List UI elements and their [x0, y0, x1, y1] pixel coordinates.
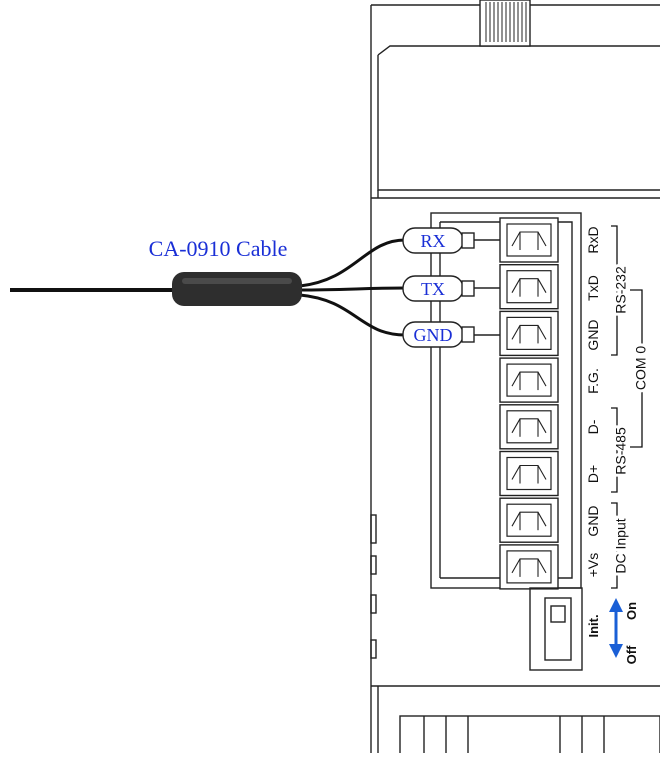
- wire-label-tx: TX: [421, 279, 445, 299]
- terminal-screw: [499, 217, 559, 263]
- cable: [10, 238, 500, 337]
- init-switch-legend: Init. On Off: [586, 598, 639, 664]
- group-brackets: [611, 225, 643, 589]
- wire-label-gnd: GND: [414, 325, 453, 345]
- pin-label-fg: F.G.: [585, 368, 601, 394]
- terminal-screw: [499, 264, 559, 310]
- on-off-arrow-icon: [609, 598, 623, 658]
- terminal-screw: [499, 497, 559, 543]
- terminal-screws: [499, 217, 559, 590]
- pin-label-txd: TxD: [585, 275, 601, 301]
- pin-label-d-plus: D+: [585, 465, 601, 483]
- switch-on-label: On: [624, 602, 639, 620]
- wire-label-rx: RX: [420, 231, 445, 251]
- group-label-rs232: RS-232: [613, 266, 629, 314]
- switch-off-label: Off: [624, 645, 639, 664]
- pin-label-d-minus: D-: [585, 419, 601, 434]
- terminal-screw: [499, 544, 559, 590]
- wire-gnd: GND: [402, 321, 475, 348]
- wire-tx: TX: [402, 275, 475, 302]
- terminal-screw: [499, 357, 559, 403]
- pin-label-gnd-power: GND: [585, 505, 601, 536]
- group-label-com0: COM 0: [633, 346, 649, 391]
- switch-init-label: Init.: [586, 614, 601, 637]
- antenna-connector: [479, 0, 531, 47]
- terminal-screw: [499, 450, 559, 497]
- terminal-screw: [499, 310, 559, 357]
- group-label-dc-input: DC Input: [613, 518, 629, 573]
- terminal-screw: [499, 404, 559, 450]
- pin-label-gnd: GND: [585, 319, 601, 350]
- wire-rx: RX: [402, 227, 475, 254]
- group-label-rs485: RS-485: [613, 427, 629, 475]
- pin-label-vs: +Vs: [585, 553, 601, 578]
- device-housing: [370, 4, 660, 757]
- cable-title: CA-0910 Cable: [149, 236, 288, 261]
- pin-label-rxd: RxD: [585, 226, 601, 253]
- cable-sleeve: [172, 272, 302, 306]
- dip-switch[interactable]: [529, 587, 583, 671]
